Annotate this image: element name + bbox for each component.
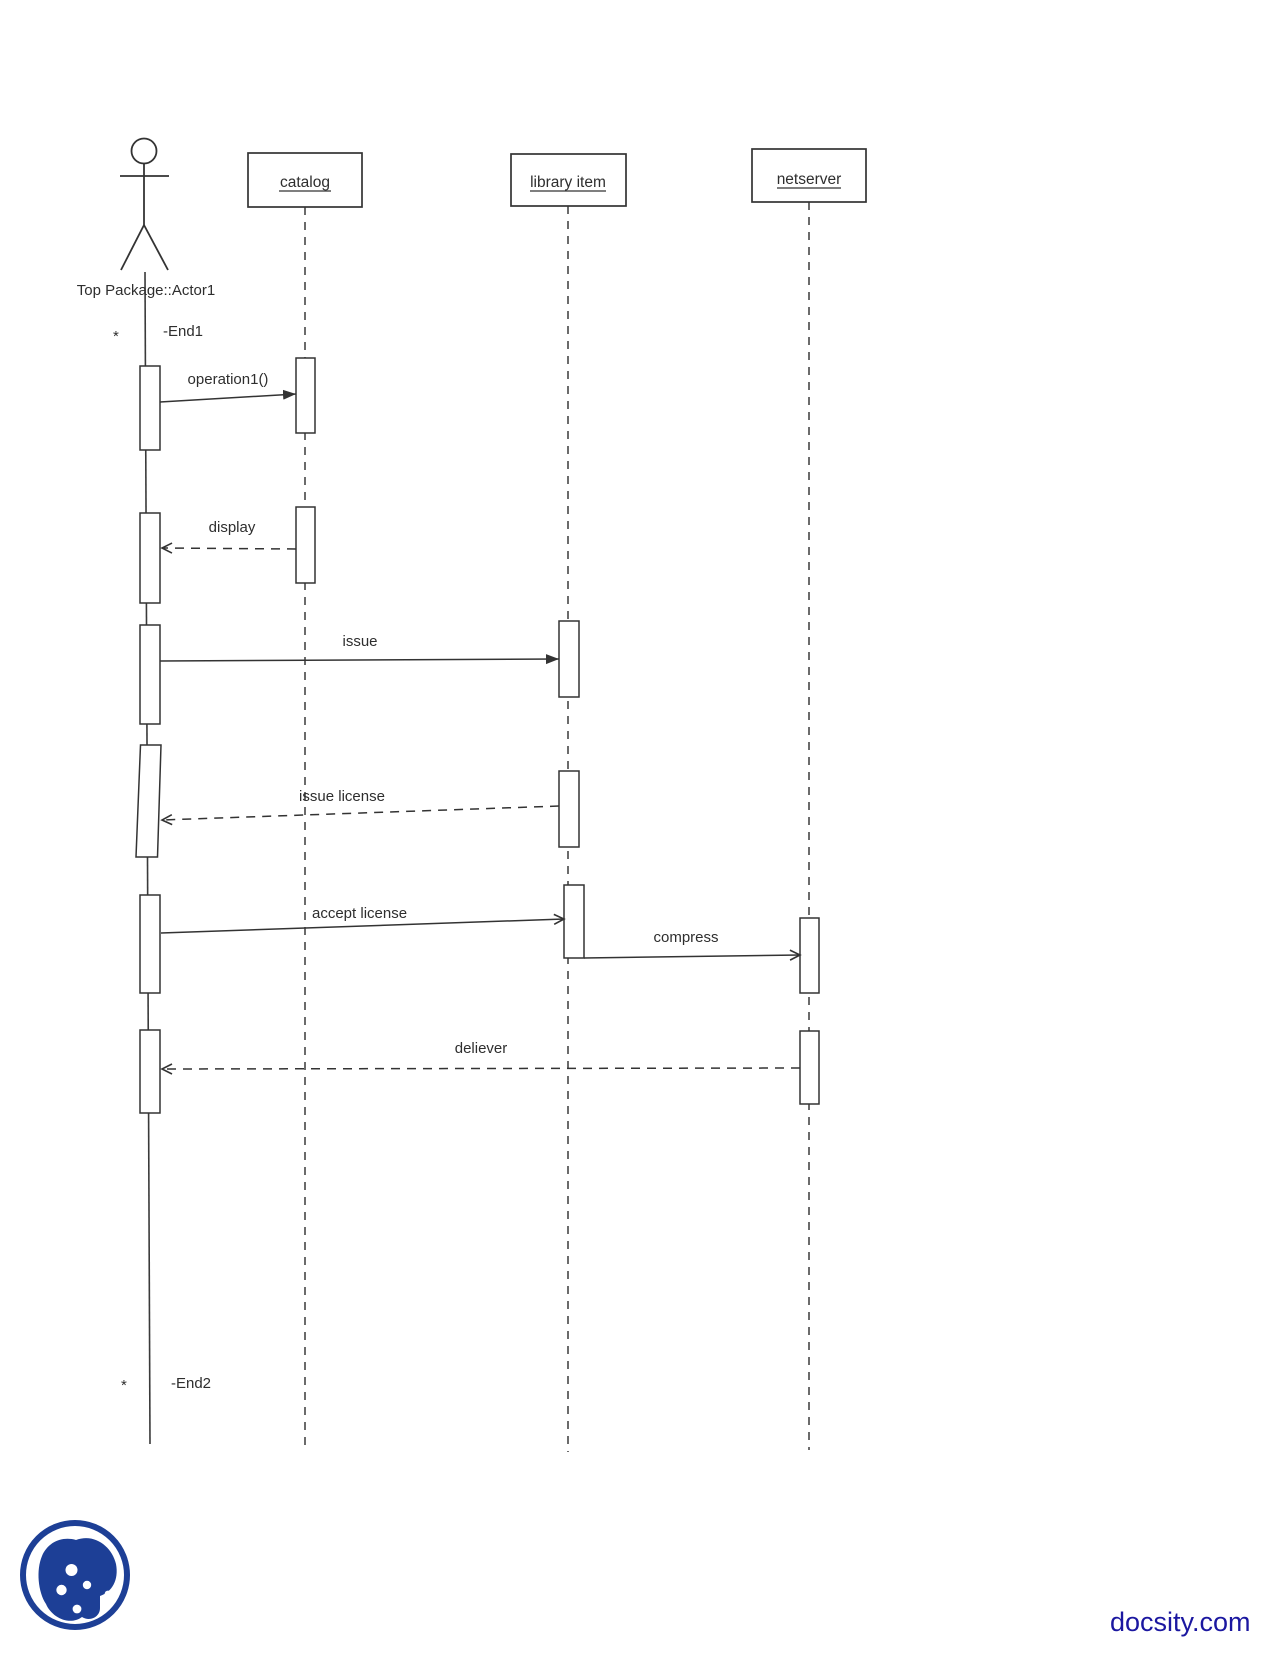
netserver-activation-2 [799,1030,820,1105]
docsity-link[interactable]: docsity.com [1110,1607,1251,1637]
actor-activation-6 [139,1029,161,1114]
actor-activation-1 [139,365,161,451]
actor-lifeline [144,271,151,1445]
message-arrow-issue-license [160,805,560,826]
actor-activation-4 [135,744,162,858]
library-item-activation-1 [558,620,580,698]
message-arrow-deliever [160,1063,801,1075]
docsity-logo-blob [38,1538,117,1621]
message-arrow-display [160,542,297,554]
netserver-head-box: netserver [751,148,867,203]
catalog-activation-1 [295,357,316,434]
catalog-activation-2 [295,506,316,584]
message-arrow-operation1 [159,389,297,403]
actor-left-leg [120,224,145,271]
docsity-logo-dot-1 [65,1564,78,1576]
actor-right-leg [143,224,169,271]
actor-label: Top Package::Actor1 [77,282,215,299]
message-arrow-compress [583,949,802,961]
library-item-activation-3 [563,884,585,959]
library-item-head-box: library item [510,153,627,207]
message-arrow-issue [159,654,560,665]
catalog-box [247,152,363,208]
message-label-issue-license: issue license [299,788,385,805]
netserver-box [751,148,867,203]
actor-activation-5 [139,894,161,994]
library-item-title: library item [530,174,606,191]
docsity-logo-dot-4 [104,1590,112,1598]
end2-multiplicity-star: * [121,1377,127,1394]
catalog-head-box: catalog [247,152,363,208]
catalog-title: catalog [280,174,330,191]
message-label-compress: compress [653,929,718,946]
actor-figure [120,137,169,271]
message-arrow-accept-license [160,913,566,934]
message-label-deliever: deliever [455,1040,508,1057]
end1-label: -End1 [163,323,203,340]
docsity-logo-dot-3 [82,1580,92,1590]
netserver-title: netserver [777,171,842,188]
library-item-activation-2 [558,770,580,848]
docsity-logo-dot-2 [56,1584,67,1596]
docsity-logo [20,1520,130,1630]
message-label-issue: issue [342,633,377,650]
message-label-display: display [209,519,256,536]
actor-activation-3 [139,624,161,725]
docsity-logo-dot-5 [72,1604,82,1614]
library-item-box [510,153,627,207]
end1-multiplicity-star: * [113,328,119,345]
message-label-accept-license: accept license [312,905,407,922]
message-label-operation1: operation1() [188,371,269,388]
end2-label: -End2 [171,1375,211,1392]
netserver-activation-1 [799,917,820,994]
actor-head [130,137,158,165]
actor-activation-2 [139,512,161,604]
